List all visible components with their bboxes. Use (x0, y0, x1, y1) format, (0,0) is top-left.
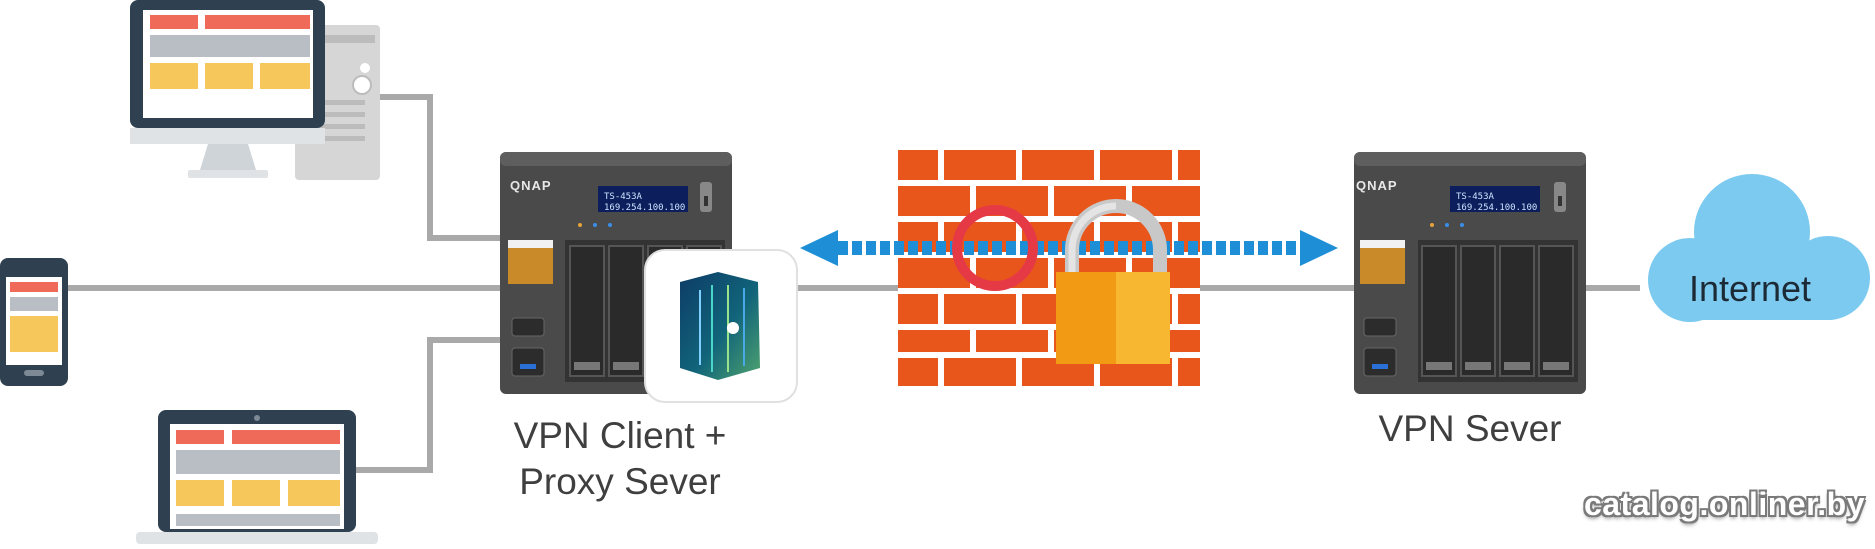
vpn-client-label-line2: Proxy Sever (519, 461, 721, 502)
desktop-computer-icon (130, 0, 380, 180)
laptop-icon (136, 410, 378, 544)
proxy-app-icon (644, 249, 798, 403)
vpn-client-label-line1: VPN Client + (513, 415, 727, 456)
cloud-icon (1648, 174, 1870, 322)
prohibited-icon (952, 205, 1038, 291)
lcd-line-ip: 169.254.100.100 (1456, 203, 1538, 213)
lcd-line-model: TS-453A (604, 192, 642, 202)
line-desktop-to-nas (380, 94, 500, 241)
connection-lines (68, 94, 1640, 473)
smartphone-icon (0, 258, 68, 386)
vpn-client-label: VPN Client + Proxy Sever (490, 413, 750, 505)
nas-brand-label: QNAP (1356, 178, 1398, 193)
lcd-line-model: TS-453A (1456, 192, 1494, 202)
lcd-line-ip: 169.254.100.100 (604, 203, 686, 213)
watermark: catalog.onliner.by (1583, 486, 1865, 522)
vpn-server-label: VPN Sever (1378, 408, 1562, 449)
nas-device-icon (1354, 152, 1586, 394)
padlock-icon (1056, 199, 1170, 364)
nas-brand-label: QNAP (510, 178, 552, 193)
line-laptop-to-nas (355, 337, 500, 473)
internet-label: Internet (1688, 268, 1812, 309)
